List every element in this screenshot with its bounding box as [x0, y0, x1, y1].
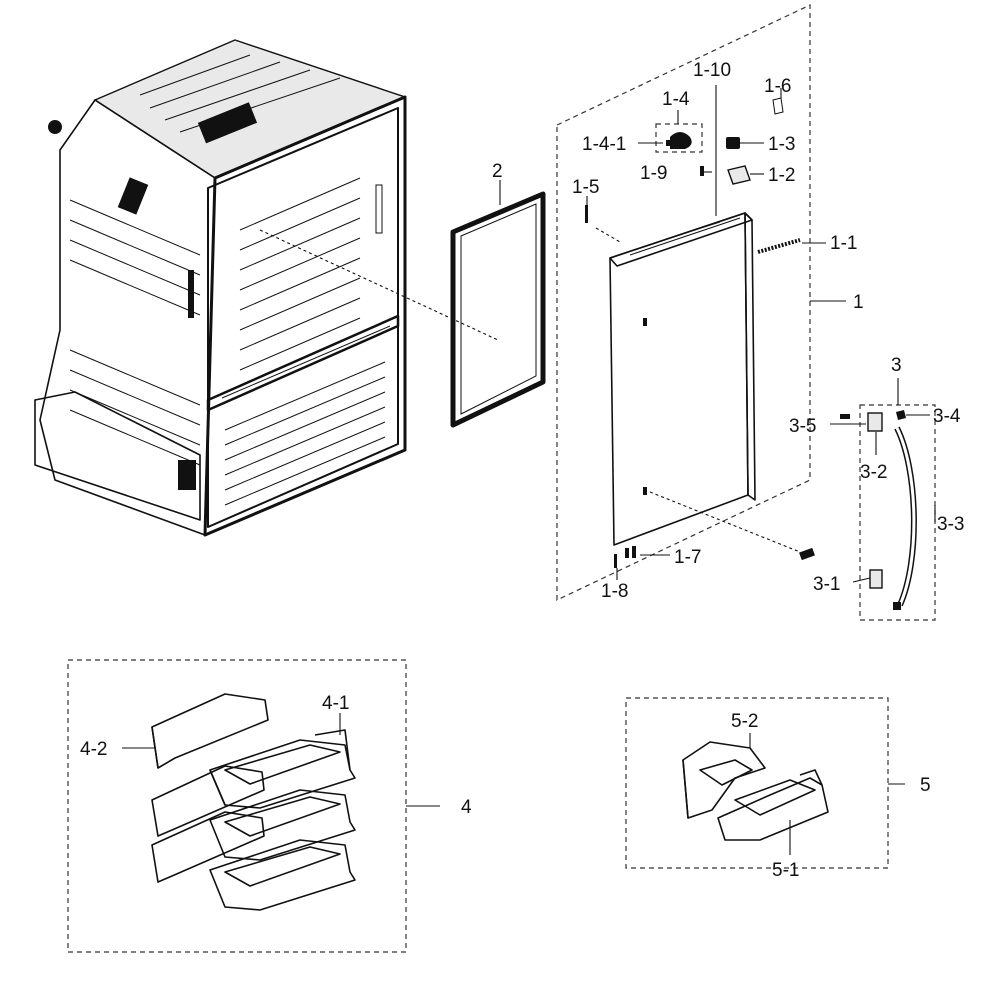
label-5-2: 5-2 — [731, 711, 758, 732]
label-5: 5 — [920, 775, 931, 796]
label-1-6: 1-6 — [764, 76, 791, 97]
label-1-5: 1-5 — [572, 177, 599, 198]
label-3-5: 3-5 — [789, 416, 816, 437]
fridge-door-icon — [609, 212, 756, 546]
label-1-4: 1-4 — [662, 89, 690, 110]
label-4-1: 4-1 — [322, 693, 349, 714]
refrigerator-cabinet-icon — [34, 39, 407, 537]
door-hinge-icon — [585, 97, 815, 568]
label-3-4: 3-4 — [933, 406, 961, 427]
door-gasket-icon — [450, 191, 546, 428]
label-1-7: 1-7 — [674, 547, 701, 568]
label-1-9: 1-9 — [640, 163, 667, 184]
label-1-3: 1-3 — [768, 134, 795, 155]
bin-guard-icon — [682, 741, 829, 841]
label-1-8: 1-8 — [601, 581, 628, 602]
label-3: 3 — [891, 355, 902, 376]
door-bin-icon — [151, 693, 356, 911]
label-5-1: 5-1 — [772, 860, 799, 881]
label-3-3: 3-3 — [937, 514, 964, 535]
label-4: 4 — [461, 797, 472, 818]
label-2: 2 — [492, 161, 503, 182]
label-3-2: 3-2 — [860, 462, 887, 483]
label-1: 1 — [853, 292, 864, 313]
label-3-1: 3-1 — [813, 574, 840, 595]
label-1-4-1: 1-4-1 — [582, 134, 626, 155]
label-1-1: 1-1 — [830, 233, 857, 254]
label-4-2: 4-2 — [80, 739, 107, 760]
door-handle-icon — [840, 410, 917, 610]
label-1-2: 1-2 — [768, 165, 795, 186]
label-1-10: 1-10 — [693, 60, 731, 81]
